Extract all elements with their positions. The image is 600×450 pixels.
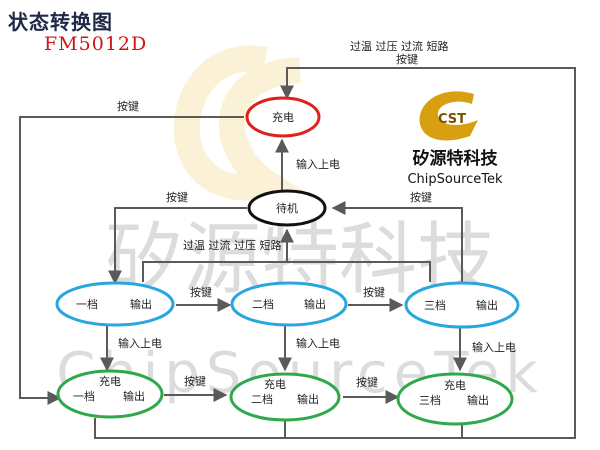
state-charge-label: 充电 (272, 110, 294, 124)
state-out3-gear: 三档 (424, 298, 446, 312)
page-title: 状态转换图 (8, 10, 113, 34)
state-cout1-output: 输出 (123, 389, 145, 403)
label-power-in-2: 输入上电 (296, 336, 340, 350)
state-cout2-top: 充电 (264, 377, 286, 391)
edge-bottom-return (94, 395, 576, 439)
state-charge-out1: 充电 一档 输出 (56, 369, 164, 419)
state-cout2-gear: 二档 (251, 392, 273, 406)
state-charge: 充电 (245, 96, 321, 138)
state-cout3-top: 充电 (444, 378, 466, 392)
label-key-c2-c3: 按键 (356, 375, 378, 389)
connections (19, 67, 576, 439)
label-power-in-charge: 输入上电 (296, 157, 340, 171)
edge-labels: 过温 过压 过流 短路 按键 按键 输入上电 按键 按键 过温 过流 过压 短路… (117, 39, 516, 389)
logo-mark-icon (419, 91, 478, 141)
state-cout3-gear: 三档 (419, 393, 441, 407)
label-key-1-2: 按键 (190, 285, 212, 299)
logo: CST 矽源特科技 ChipSourceTek (407, 91, 503, 187)
edge-key-charge (19, 116, 244, 405)
model-number: FM5012D (44, 33, 148, 55)
state-out2: 二档 输出 (230, 281, 348, 327)
state-standby-label: 待机 (276, 201, 298, 215)
label-key-standby-right: 按键 (410, 190, 432, 204)
state-cout1-top: 充电 (99, 374, 121, 388)
edge-key-standby-left (108, 207, 247, 285)
label-key-2-3: 按键 (363, 285, 385, 299)
state-charge-out3: 充电 三档 输出 (396, 372, 514, 426)
state-standby: 待机 (247, 189, 327, 227)
state-out2-output: 输出 (304, 297, 326, 311)
watermark-swoosh (173, 45, 304, 201)
logo-en-name: ChipSourceTek (407, 172, 503, 187)
state-out3-output: 输出 (476, 298, 498, 312)
logo-mark-letters: CST (438, 112, 466, 127)
state-out2-gear: 二档 (252, 297, 274, 311)
edge-key-standby-right (331, 201, 463, 283)
label-key-standby-left: 按键 (166, 190, 188, 204)
label-protect-mid: 过温 过流 过压 短路 (183, 238, 282, 252)
state-out3: 三档 输出 (404, 281, 520, 329)
label-key-top: 按键 (396, 52, 418, 66)
label-key-c1-c2: 按键 (184, 374, 206, 388)
label-power-in-1: 输入上电 (118, 336, 162, 350)
state-out1: 一档 输出 (55, 281, 175, 327)
state-cout3-output: 输出 (467, 393, 489, 407)
label-protect-top: 过温 过压 过流 短路 (350, 39, 449, 53)
state-out1-output: 输出 (130, 297, 152, 311)
label-power-in-3: 输入上电 (472, 340, 516, 354)
state-charge-out2: 充电 二档 输出 (229, 372, 341, 422)
state-cout2-output: 输出 (297, 392, 319, 406)
edge-protect-top (280, 67, 576, 395)
label-key-charge: 按键 (117, 99, 139, 113)
state-out1-gear: 一档 (76, 297, 98, 311)
logo-cn-name: 矽源特科技 (413, 148, 499, 169)
state-cout1-gear: 一档 (73, 389, 95, 403)
